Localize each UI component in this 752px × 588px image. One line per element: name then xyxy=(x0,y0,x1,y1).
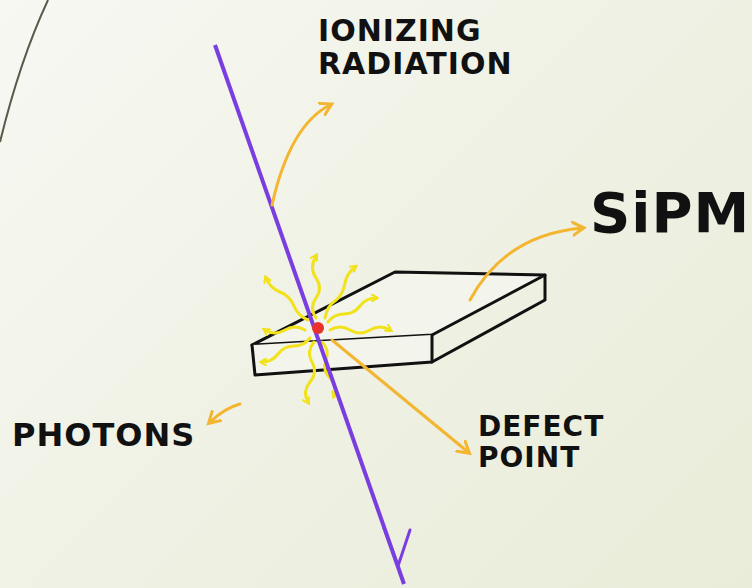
defect-label: DEFECT POINT xyxy=(478,412,658,474)
corner-curve xyxy=(0,0,48,142)
sipm-slab xyxy=(252,272,545,375)
defect-dot xyxy=(312,322,324,334)
radiation-label: IONIZING RADIATION xyxy=(318,14,550,80)
leader-arrows xyxy=(210,105,582,452)
sipm-label: SiPM xyxy=(590,182,745,244)
radiation-arrowhead xyxy=(384,528,410,566)
photon-rays xyxy=(262,256,390,402)
photons-label: PHOTONS xyxy=(12,418,202,453)
radiation-track xyxy=(215,45,404,584)
